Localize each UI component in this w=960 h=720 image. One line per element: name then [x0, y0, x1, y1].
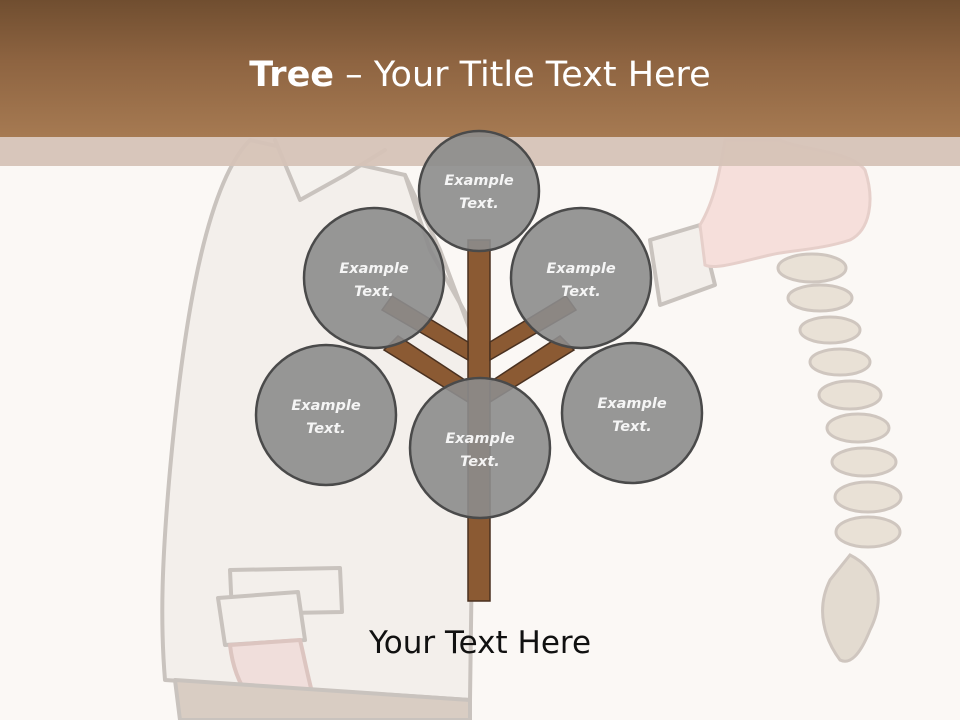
- title-bold: Tree: [249, 55, 335, 95]
- caption-text: Your Text Here: [368, 625, 592, 661]
- node-lower-right-line2: Text.: [612, 419, 652, 435]
- node-upper-right-line1: Example: [546, 261, 616, 277]
- coat-lapel: [403, 173, 472, 332]
- node-upper-right: Example Text.: [509, 206, 653, 350]
- node-upper-right-line2: Text.: [561, 284, 601, 300]
- title-dash: –: [334, 55, 374, 95]
- node-top-line1: Example: [444, 173, 514, 189]
- sacrum: [821, 553, 880, 663]
- vertebrae: [776, 252, 903, 549]
- node-center-line1: Example: [445, 431, 515, 447]
- node-lower-right: Example Text.: [560, 341, 704, 485]
- node-lower-left: Example Text.: [254, 343, 398, 487]
- node-center: Example Text.: [408, 376, 552, 520]
- tree-nodes: Example Text. Example Text. Example Text…: [254, 129, 704, 520]
- sleeve-right: [648, 223, 717, 307]
- node-upper-left: Example Text.: [302, 206, 446, 350]
- node-center-line2: Text.: [460, 454, 500, 470]
- node-lower-right-line1: Example: [597, 396, 667, 412]
- node-upper-left-line2: Text.: [354, 284, 394, 300]
- pants: [173, 678, 472, 720]
- slide-title: Tree – Your Title Text Here: [0, 52, 960, 98]
- spine-illustration: [698, 138, 903, 663]
- node-lower-left-line1: Example: [291, 398, 361, 414]
- title-rest: Your Title Text Here: [373, 55, 711, 95]
- coat-cuff: [216, 590, 307, 647]
- node-upper-left-line1: Example: [339, 261, 409, 277]
- header-bar: [0, 0, 960, 137]
- node-top-line2: Text.: [459, 196, 499, 212]
- node-lower-left-line2: Text.: [306, 421, 346, 437]
- node-top: Example Text.: [417, 129, 541, 253]
